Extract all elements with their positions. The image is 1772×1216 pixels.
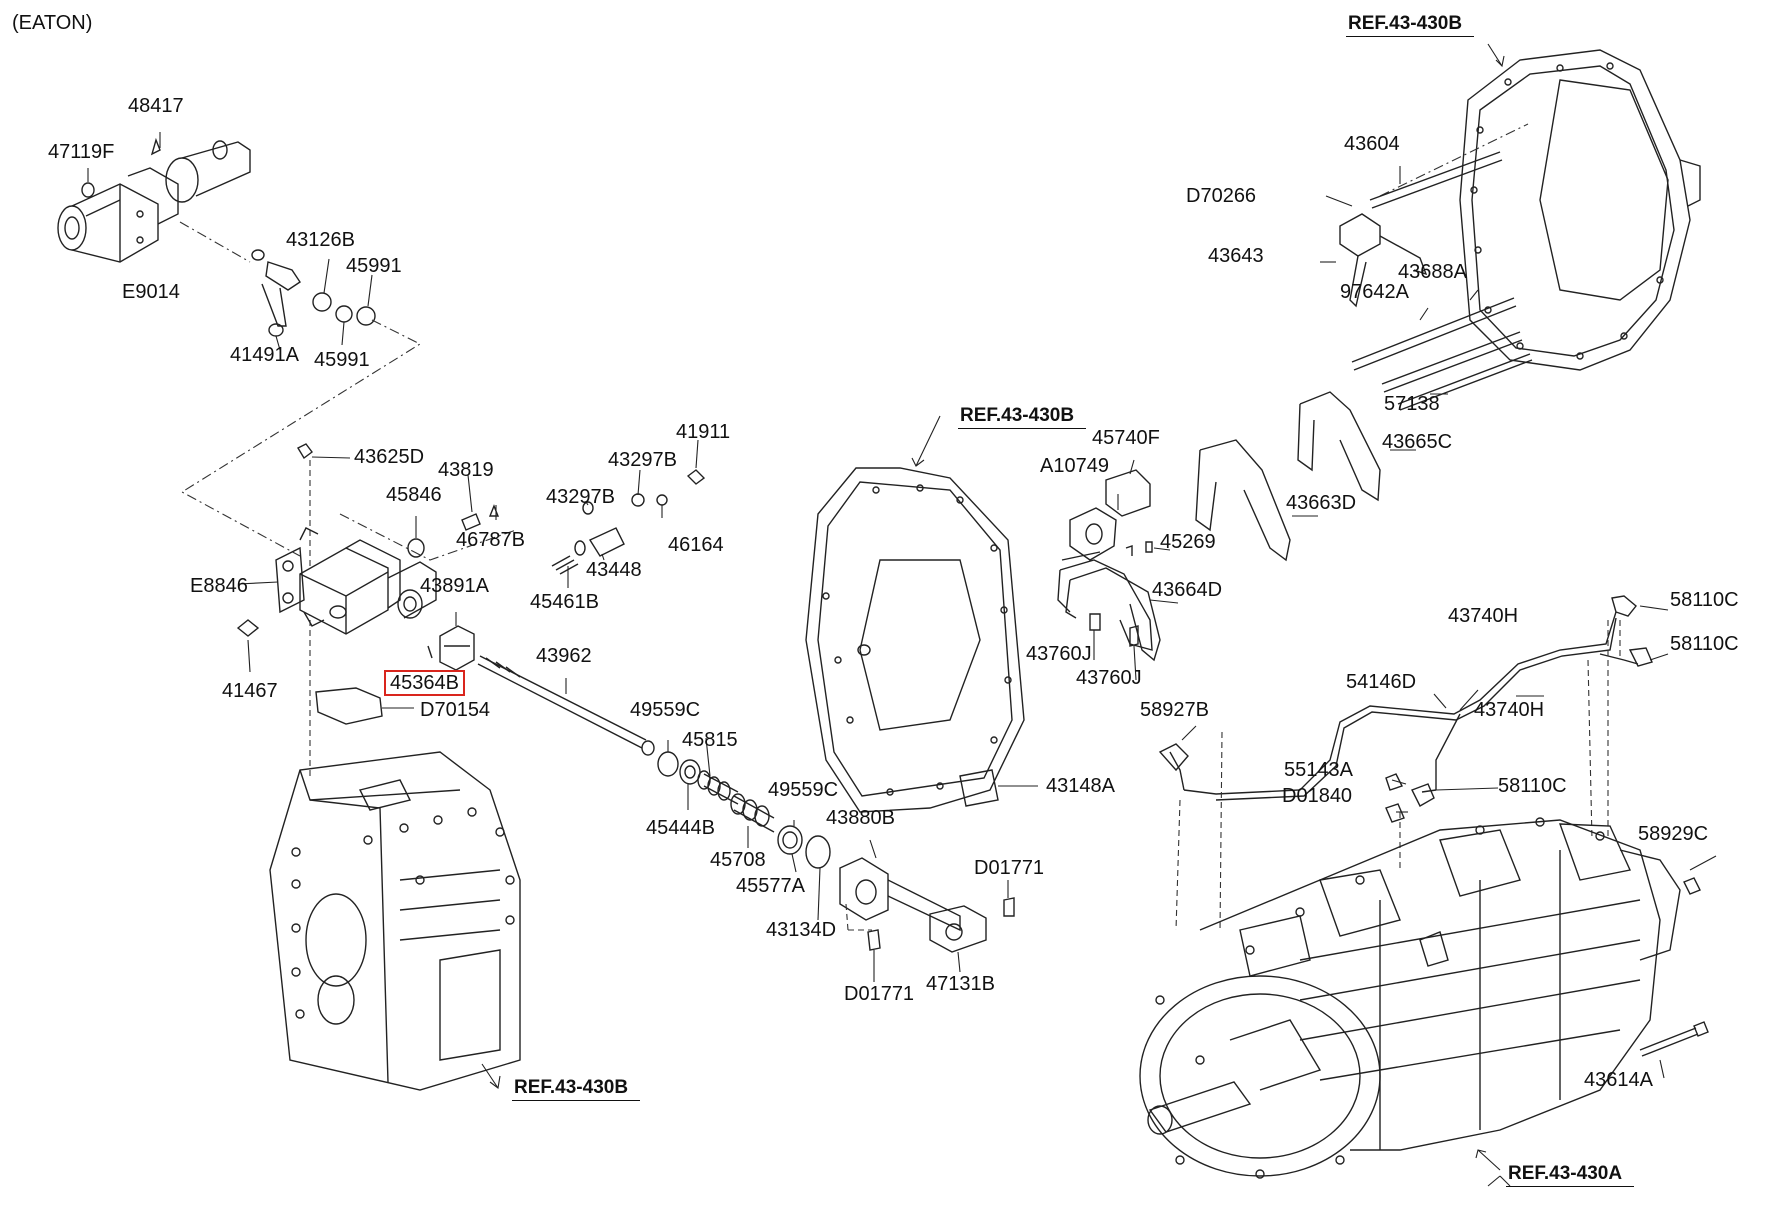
part-label-45740F[interactable]: 45740F: [1092, 427, 1160, 449]
center-housing-drawing: [805, 467, 1025, 813]
part-label-43740H-lower[interactable]: 43740H: [1474, 699, 1545, 721]
shift-forks-drawing: [1057, 391, 1381, 651]
part-label-43134D[interactable]: 43134D: [766, 919, 837, 941]
part-label-45269[interactable]: 45269: [1160, 531, 1216, 553]
part-label-43297B-lower[interactable]: 43297B: [546, 486, 615, 508]
part-label-97642A[interactable]: 97642A: [1340, 281, 1409, 303]
part-label-43665C[interactable]: 43665C: [1382, 431, 1453, 453]
part-label-43962[interactable]: 43962: [536, 645, 592, 667]
part-label-55143A[interactable]: 55143A: [1284, 759, 1353, 781]
part-label-58110C-lower[interactable]: 58110C: [1498, 775, 1567, 797]
part-label-43614A[interactable]: 43614A: [1584, 1069, 1653, 1091]
part-label-43297B-upper[interactable]: 43297B: [608, 449, 677, 471]
ref-link-middle[interactable]: REF.43-430B: [958, 406, 1087, 429]
ref-link-top[interactable]: REF.43-430B: [1346, 14, 1475, 37]
shaft-drawing: [477, 655, 655, 756]
part-label-43819[interactable]: 43819: [438, 459, 494, 481]
part-label-58110C-top[interactable]: 58110C: [1670, 589, 1739, 611]
bellhousing-drawing: [1459, 49, 1701, 371]
part-label-41491A[interactable]: 41491A: [230, 344, 299, 366]
part-label-43760J-right[interactable]: 43760J: [1076, 667, 1142, 689]
part-label-E8846[interactable]: E8846: [190, 575, 248, 597]
ref-link-bottom-right[interactable]: REF.43-430A: [1506, 1164, 1635, 1187]
part-label-45444B[interactable]: 45444B: [646, 817, 715, 839]
part-label-57138[interactable]: 57138: [1384, 393, 1440, 415]
part-label-47131B[interactable]: 47131B: [926, 973, 995, 995]
shift-block-drawing: [275, 527, 437, 635]
part-label-43664D[interactable]: 43664D: [1152, 579, 1223, 601]
transmission-drawing: [1139, 817, 1681, 1179]
part-label-47119F[interactable]: 47119F: [48, 141, 115, 163]
part-label-D70154[interactable]: D70154: [420, 699, 491, 721]
part-label-D01771-upper[interactable]: D01771: [974, 857, 1045, 879]
part-label-43891A[interactable]: 43891A: [420, 575, 489, 597]
part-label-A10749[interactable]: A10749: [1040, 455, 1109, 477]
lever-drawing: [251, 249, 376, 351]
part-label-D01840[interactable]: D01840: [1282, 785, 1353, 807]
part-label-43688A[interactable]: 43688A: [1398, 261, 1467, 283]
part-label-43740H-upper[interactable]: 43740H: [1448, 605, 1519, 627]
part-label-D01771-lower[interactable]: D01771: [844, 983, 915, 1005]
part-label-54146D[interactable]: 54146D: [1346, 671, 1417, 693]
air-lines-drawing: [1169, 611, 1639, 801]
variant-header: (EATON): [12, 12, 93, 34]
part-label-45846[interactable]: 45846: [386, 484, 442, 506]
part-label-43604[interactable]: 43604: [1344, 133, 1400, 155]
part-label-49559C-left[interactable]: 49559C: [630, 699, 701, 721]
part-label-45991-lower[interactable]: 45991: [314, 349, 370, 371]
part-label-48417[interactable]: 48417: [128, 95, 184, 117]
part-label-45815[interactable]: 45815: [682, 729, 738, 751]
part-label-43760J-left[interactable]: 43760J: [1026, 643, 1092, 665]
part-label-43643[interactable]: 43643: [1208, 245, 1264, 267]
part-label-D70266[interactable]: D70266: [1186, 185, 1257, 207]
part-label-43448[interactable]: 43448: [586, 559, 642, 581]
yoke-drawing: [427, 612, 475, 671]
part-label-43663D[interactable]: 43663D: [1286, 492, 1357, 514]
part-label-49559C-right[interactable]: 49559C: [768, 779, 839, 801]
ref-link-bottom-left[interactable]: REF.43-430B: [512, 1078, 641, 1101]
part-label-58927B[interactable]: 58927B: [1140, 699, 1209, 721]
part-label-46164[interactable]: 46164: [668, 534, 724, 556]
part-label-41911[interactable]: 41911: [676, 421, 731, 443]
part-label-45364B-highlighted[interactable]: 45364B: [384, 670, 465, 696]
part-label-45577A[interactable]: 45577A: [736, 875, 805, 897]
part-label-43880B[interactable]: 43880B: [826, 807, 895, 829]
part-label-43148A[interactable]: 43148A: [1046, 775, 1115, 797]
part-label-46787B[interactable]: 46787B: [456, 529, 525, 551]
part-label-58110C-middle[interactable]: 58110C: [1670, 633, 1739, 655]
part-label-58929C[interactable]: 58929C: [1638, 823, 1709, 845]
part-label-45991-upper[interactable]: 45991: [346, 255, 402, 277]
part-label-41467[interactable]: 41467: [222, 680, 278, 702]
part-label-45461B[interactable]: 45461B: [530, 591, 599, 613]
part-label-43625D[interactable]: 43625D: [354, 446, 425, 468]
part-label-45708[interactable]: 45708: [710, 849, 766, 871]
part-label-43126B[interactable]: 43126B: [286, 229, 355, 251]
slave-cylinder-drawing: [57, 132, 251, 263]
part-label-E9014[interactable]: E9014: [122, 281, 180, 303]
front-housing-drawing: [269, 751, 521, 1091]
rear-housing-drawing: [839, 857, 987, 953]
